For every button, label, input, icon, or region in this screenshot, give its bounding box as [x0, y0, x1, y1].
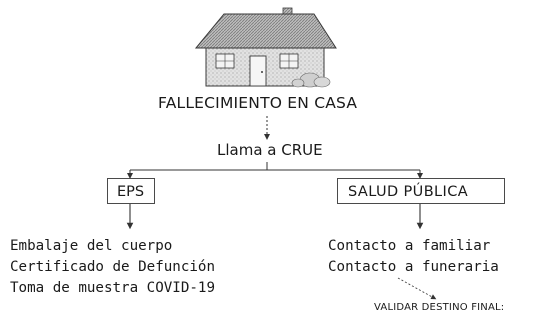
eps-label: EPS [117, 184, 145, 200]
bushes [291, 72, 331, 88]
salud-publica-label: SALUD PÚBLICA [348, 184, 469, 200]
step-call-crue: Llama a CRUE [217, 141, 323, 159]
eps-box: EPS [107, 178, 155, 204]
eps-task-list: Embalaje del cuerpo Certificado de Defun… [10, 236, 215, 299]
arrow-to-final [397, 277, 437, 300]
list-item: Toma de muestra COVID-19 [10, 280, 215, 296]
house-icon [194, 7, 337, 88]
list-item: Certificado de Defunción [10, 259, 215, 275]
diagram-title: FALLECIMIENTO EN CASA [158, 94, 358, 112]
list-item: Contacto a familiar [328, 238, 491, 254]
window-right [279, 53, 299, 69]
window-left [215, 53, 235, 69]
list-item: Contacto a funeraria [328, 259, 499, 275]
door [249, 55, 267, 87]
salud-publica-task-list: Contacto a familiar Contacto a funeraria [328, 236, 499, 278]
list-item: Embalaje del cuerpo [10, 238, 173, 254]
salud-publica-box: SALUD PÚBLICA [337, 178, 505, 204]
final-destination-note: VALIDAR DESTINO FINAL: [374, 302, 505, 313]
